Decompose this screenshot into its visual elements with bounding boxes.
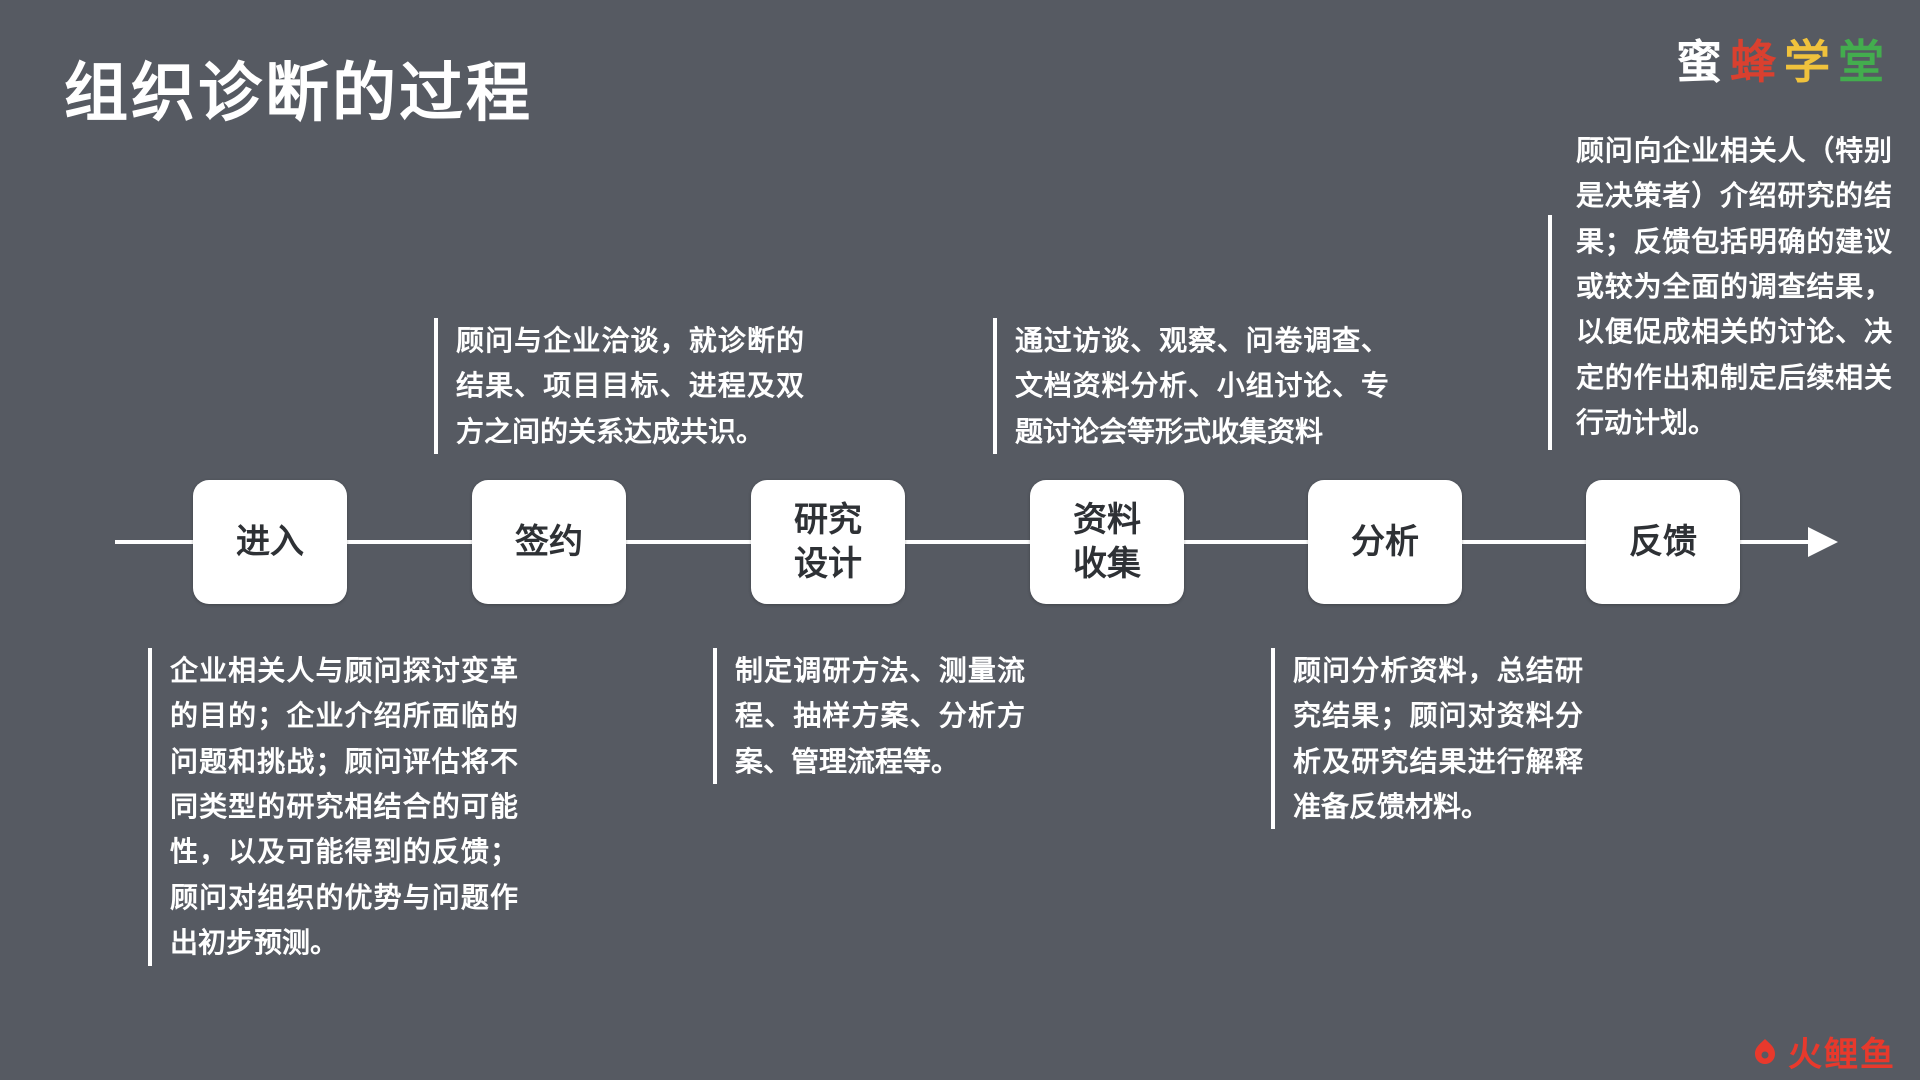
annotation-collect-top: 通过访谈、观察、问卷调查、文档资料分析、小组讨论、专题讨论会等形式收集资料 — [993, 318, 1389, 455]
annotation-enter-bottom: 企业相关人与顾问探讨变革的目的；企业介绍所面临的问题和挑战；顾问评估将不同类型的… — [148, 648, 518, 966]
stage-box-analysis: 分析 — [1308, 480, 1462, 604]
stage-label: 进入 — [236, 522, 304, 561]
stage-box-feedback: 反馈 — [1586, 480, 1740, 604]
stage-label: 分析 — [1351, 522, 1419, 561]
brand-char-2: 蜂 — [1730, 37, 1784, 88]
stage-label: 签约 — [515, 522, 583, 561]
stage-box-collect: 资料 收集 — [1030, 480, 1184, 604]
arrow-right-icon — [1808, 527, 1838, 557]
stage-box-design: 研究 设计 — [751, 480, 905, 604]
stage-label: 反馈 — [1629, 522, 1697, 561]
fish-logo-icon — [1750, 1037, 1780, 1067]
stage-box-sign: 签约 — [472, 480, 626, 604]
annotation-feedback-top: 顾问向企业相关人（特别是决策者）介绍研究的结果；反馈包括明确的建议或较为全面的调… — [1576, 135, 1892, 439]
stage-label: 资料 收集 — [1073, 500, 1141, 583]
brand-logo: 蜜蜂学堂 — [1676, 26, 1892, 92]
annotation-feedback-bar — [1548, 215, 1552, 450]
stage-box-enter: 进入 — [193, 480, 347, 604]
page-title: 组织诊断的过程 — [64, 57, 533, 129]
annotation-sign-top: 顾问与企业洽谈，就诊断的结果、项目目标、进程及双方之间的关系达成共识。 — [434, 318, 804, 455]
watermark-text: 火鲤鱼 — [1788, 1036, 1896, 1074]
annotation-analysis-bottom: 顾问分析资料，总结研究结果；顾问对资料分析及研究结果进行解释准备反馈材料。 — [1271, 648, 1583, 830]
brand-char-1: 蜜 — [1676, 37, 1730, 88]
brand-char-4: 堂 — [1838, 37, 1892, 88]
stage-label: 研究 设计 — [794, 500, 862, 583]
brand-char-3: 学 — [1784, 37, 1838, 88]
annotation-design-bottom: 制定调研方法、测量流程、抽样方案、分析方案、管理流程等。 — [713, 648, 1025, 785]
timeline-line — [115, 540, 1815, 544]
watermark: 火鲤鱼 — [1750, 1027, 1896, 1076]
